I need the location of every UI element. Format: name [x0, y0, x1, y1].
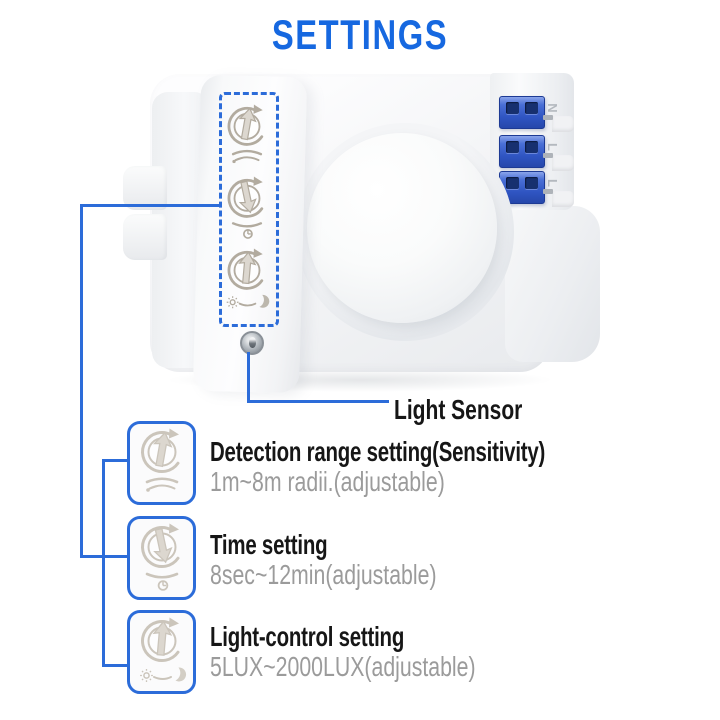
terminal-divider-tab	[552, 116, 574, 132]
wire-connector	[499, 96, 545, 129]
adjustment-knob	[307, 133, 497, 323]
terminal-pin	[543, 189, 553, 194]
callout-title: Light-control setting	[210, 621, 405, 652]
wire-port	[506, 177, 519, 189]
sensitivity-dial-icon	[222, 104, 272, 169]
range-dial-icon	[135, 428, 189, 498]
wire-port	[525, 102, 538, 114]
wire-port	[525, 141, 538, 153]
dials-highlight-box	[219, 92, 279, 327]
leader-line-sensor-vertical	[247, 352, 250, 403]
wire-port	[525, 177, 538, 189]
leader-line-branch-vertical	[102, 459, 105, 667]
terminal-label-neutral: N	[545, 103, 560, 113]
leader-line-to-light-box	[102, 664, 129, 667]
wire-port	[506, 141, 519, 153]
leader-line-main-vertical	[80, 204, 83, 558]
leader-line-dials-horizontal	[80, 204, 221, 207]
wire-port	[506, 102, 519, 114]
terminal-divider-tab	[552, 191, 574, 207]
range-dial-icon-box	[127, 421, 196, 505]
callout-title: Detection range setting(Sensitivity)	[210, 436, 546, 467]
light-dial-icon	[135, 617, 189, 687]
leader-line-to-range-box	[102, 459, 129, 462]
light-dial-icon-box	[127, 610, 196, 694]
callout-title: Time setting	[210, 529, 328, 560]
leader-line-sensor-horizontal	[247, 400, 389, 403]
terminal-divider-tab	[552, 155, 574, 171]
time-dial-icon-box	[127, 516, 196, 600]
time-dial-icon	[222, 176, 272, 241]
time-dial-icon	[135, 523, 189, 593]
callout-subtitle: 8sec~12min(adjustable)	[210, 559, 437, 590]
callout-subtitle: 1m~8m radii.(adjustable)	[210, 466, 445, 497]
photocell-dot	[249, 337, 256, 348]
light-sensor-label: Light Sensor	[394, 394, 523, 425]
page-title: SETTINGS	[271, 11, 449, 58]
light-sensor-icon	[240, 331, 264, 355]
mounting-ear	[123, 166, 167, 210]
terminal-pin	[543, 153, 553, 158]
wire-connector	[499, 135, 545, 168]
terminal-pin	[543, 115, 553, 120]
lux-dial-icon	[222, 248, 272, 313]
device-lower-right-housing	[505, 206, 600, 362]
callout-subtitle: 5LUX~2000LUX(adjustable)	[210, 651, 476, 682]
mounting-ear	[123, 214, 167, 260]
